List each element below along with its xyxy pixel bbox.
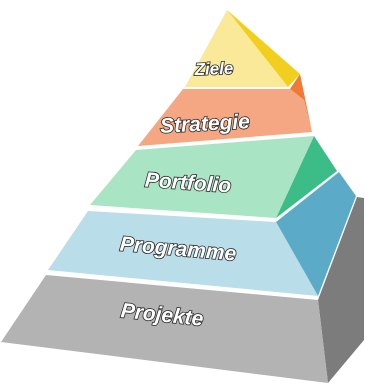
tier-programme-front-face <box>48 211 318 296</box>
tier-ziele <box>185 10 300 87</box>
tier-projekte <box>1 197 364 383</box>
tier-portfolio-side-face <box>276 136 337 218</box>
tier-strategie-front-face <box>138 89 312 146</box>
tier-programme-side-face <box>276 172 356 296</box>
tier-strategie <box>138 74 312 146</box>
tier-portfolio-front-face <box>90 136 314 218</box>
tier-label-ziele: Ziele <box>193 59 233 79</box>
tier-strategie-side-face <box>290 74 312 132</box>
tier-programme <box>48 172 356 296</box>
tier-projekte-side-face <box>318 197 364 383</box>
tier-ziele-side-face <box>227 10 300 87</box>
tier-portfolio <box>90 136 337 218</box>
tier-ziele-front-face <box>185 10 288 87</box>
tier-label-strategie: Strategie <box>159 110 250 138</box>
tier-projekte-front-face <box>1 275 328 383</box>
pyramid-tiers <box>1 10 364 383</box>
